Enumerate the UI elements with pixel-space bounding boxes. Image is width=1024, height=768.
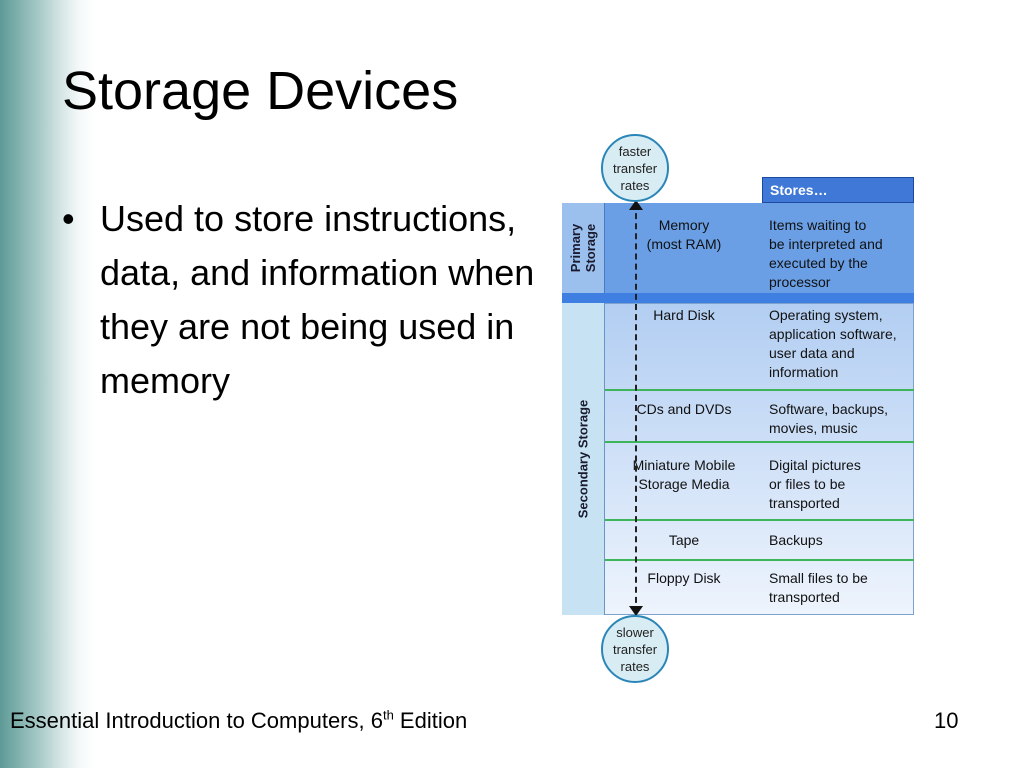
faster-transfer-rates-circle: faster transfer rates — [601, 134, 669, 202]
row-divider — [605, 559, 914, 561]
device-line: Hard Disk — [653, 307, 715, 323]
device-line: Floppy Disk — [647, 570, 721, 586]
secondary-storage-region — [562, 303, 914, 615]
page-number: 10 — [934, 708, 959, 733]
device-line: Miniature Mobile — [632, 457, 736, 473]
stores-line: movies, music — [769, 420, 858, 436]
stores-tape: Backups — [769, 531, 914, 550]
secondary-storage-side-label: Secondary Storage — [562, 303, 605, 615]
stores-line: user data and — [769, 345, 855, 361]
circle-line: slower — [616, 624, 654, 640]
device-tape: Tape — [614, 531, 754, 550]
stores-line: or files to be — [769, 476, 846, 492]
stores-line: Small files to be — [769, 570, 868, 586]
device-line: Tape — [668, 532, 700, 548]
storage-separator-band — [562, 293, 914, 303]
stores-line: information — [769, 364, 839, 380]
device-line: Memory — [658, 217, 710, 233]
stores-memory: Items waiting to be interpreted and exec… — [769, 216, 914, 292]
stores-floppy-disk: Small files to be transported — [769, 569, 914, 607]
stores-hard-disk: Operating system, application software, … — [769, 306, 914, 382]
stores-line: transported — [769, 589, 840, 605]
circle-line: transfer — [612, 160, 658, 176]
row-divider — [605, 389, 914, 391]
slower-transfer-rates-circle: slower transfer rates — [601, 615, 669, 683]
primary-label-line-1: Primary — [568, 223, 583, 273]
device-floppy-disk: Floppy Disk — [614, 569, 754, 588]
stores-line: Digital pictures — [769, 457, 861, 473]
primary-storage-cells — [605, 203, 914, 293]
primary-label-line-2: Storage — [583, 223, 598, 273]
secondary-storage-label: Secondary Storage — [575, 399, 591, 519]
circle-line: rates — [620, 658, 650, 674]
device-line: Storage Media — [638, 476, 730, 492]
slide-title: Storage Devices — [62, 61, 459, 121]
device-cds-dvds: CDs and DVDs — [614, 400, 754, 419]
device-memory: Memory (most RAM) — [614, 216, 754, 254]
footer-superscript: th — [382, 707, 394, 723]
bullet-marker: • — [62, 198, 75, 239]
stores-line: Backups — [769, 532, 823, 548]
circle-line: transfer — [612, 641, 658, 657]
circle-line: rates — [620, 177, 650, 193]
stores-miniature-mobile-storage: Digital pictures or files to be transpor… — [769, 456, 914, 513]
arrow-down-icon — [629, 606, 643, 616]
device-line: (most RAM) — [646, 236, 722, 252]
bullet-text: Used to store instructions, data, and in… — [100, 198, 535, 401]
stores-line: Operating system, — [769, 307, 883, 323]
row-divider — [605, 441, 914, 443]
storage-diagram: Primary Storage Secondary Storage Stores… — [562, 134, 918, 689]
stores-line: executed by the — [769, 255, 868, 271]
stores-line: Items waiting to — [769, 217, 867, 233]
footer-text: Essential Introduction to Computers, 6 — [10, 708, 383, 733]
transfer-rate-arrow-line — [635, 203, 637, 613]
stores-cds-dvds: Software, backups, movies, music — [769, 400, 914, 438]
device-miniature-mobile-storage: Miniature Mobile Storage Media — [614, 456, 754, 494]
primary-storage-side-label: Primary Storage — [562, 203, 605, 293]
circle-line: faster — [618, 143, 652, 159]
stores-header: Stores… — [762, 177, 914, 203]
footer-book-title: Essential Introduction to Computers, 6th… — [10, 708, 467, 734]
stores-line: processor — [769, 274, 831, 290]
device-line: CDs and DVDs — [636, 401, 732, 417]
footer-text-end: Edition — [393, 708, 468, 733]
stores-line: Software, backups, — [769, 401, 889, 417]
arrow-up-icon — [629, 200, 643, 210]
stores-line: be interpreted and — [769, 236, 883, 252]
bullet-item: • Used to store instructions, data, and … — [62, 192, 542, 408]
stores-line: application software, — [769, 326, 897, 342]
primary-storage-label: Primary Storage — [568, 224, 598, 272]
row-divider — [605, 519, 914, 521]
device-hard-disk: Hard Disk — [614, 306, 754, 325]
stores-line: transported — [769, 495, 840, 511]
